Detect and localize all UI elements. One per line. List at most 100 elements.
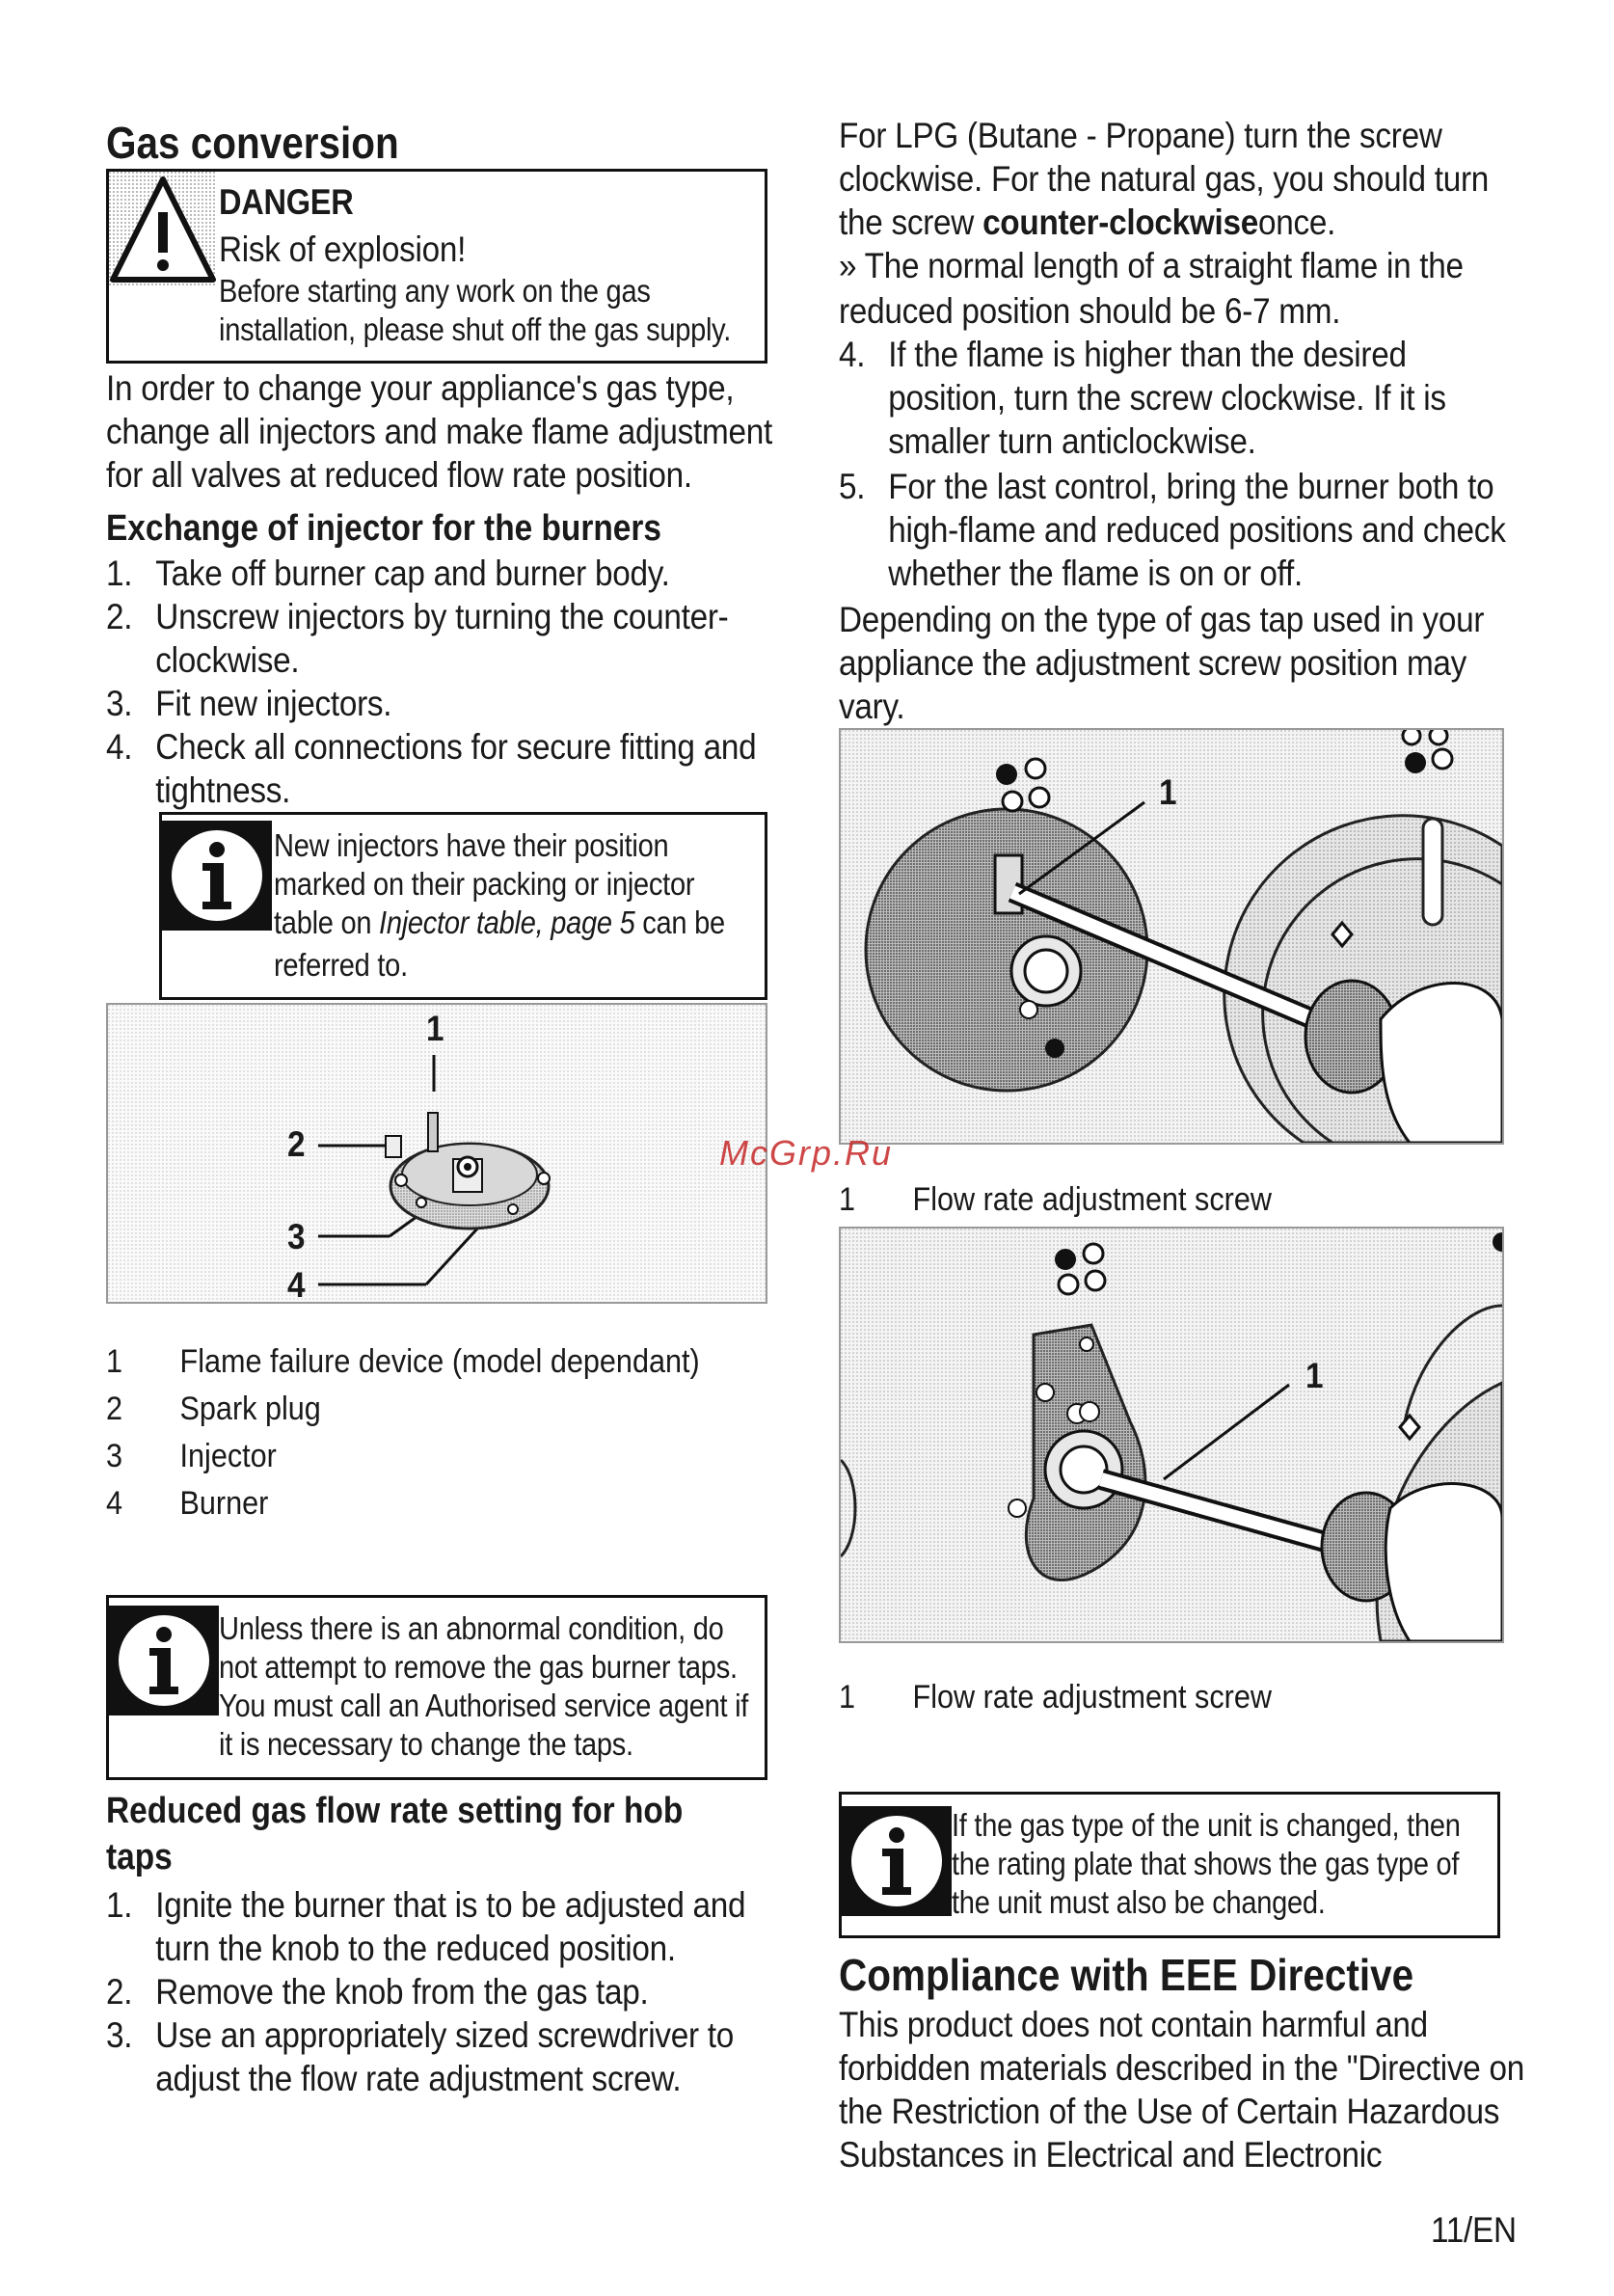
intro-line: In order to change your appliance's gas … (106, 368, 735, 408)
danger-box: DANGER Risk of explosion! Before startin… (106, 169, 767, 364)
figure-label-4: 4 (287, 1265, 306, 1304)
warning-triangle-icon (109, 172, 217, 287)
step-number: 2. (106, 597, 133, 636)
step-text: Unscrew injectors by turning the counter… (155, 597, 729, 636)
step-number: 3. (106, 684, 133, 723)
compliance-line: forbidden materials described in the "Di… (839, 2048, 1524, 2088)
exchange-step-3: 3. Fit new injectors. (106, 682, 392, 725)
step-text: Take off burner cap and burner body. (155, 554, 670, 593)
info-text-line: You must call an Authorised service agen… (219, 1688, 749, 1723)
heading-reduced-gas: Reduced gas flow rate setting for hob (106, 1791, 684, 1831)
info-text-segment: can be (634, 905, 725, 940)
legend-text: Spark plug (179, 1391, 321, 1427)
step-number: 3. (106, 2015, 133, 2055)
depending-line: vary. (839, 687, 905, 726)
exchange-step-2: 2. Unscrew injectors by turning the coun… (106, 595, 729, 680)
step-text: tightness. (155, 770, 291, 810)
step-text: turn the knob to the reduced position. (155, 1929, 676, 1968)
info-text-line: referred to. (274, 947, 408, 983)
danger-text-line: Before starting any work on the gas (219, 273, 651, 309)
info-text-line: not attempt to remove the gas burner tap… (219, 1649, 738, 1685)
caption-text: Flow rate adjustment screw (912, 1679, 1272, 1715)
info-text-line: table on Injector table, page 5 can be (274, 904, 725, 942)
info-text-line: marked on their packing or injector (274, 866, 695, 902)
text-segment: the screw (839, 203, 983, 242)
step-number: 1. (106, 1885, 133, 1925)
page-number: 11/EN (1431, 2210, 1517, 2250)
text-segment: once. (1258, 203, 1336, 242)
step-text: Remove the knob from the gas tap. (155, 1972, 649, 2012)
heading-compliance: Compliance with EEE Directive (839, 1950, 1414, 2000)
bold-text-segment: counter-clockwise (982, 203, 1259, 242)
figure-label-1: 1 (426, 1009, 444, 1048)
danger-text-line: installation, please shut off the gas su… (219, 311, 732, 347)
heading-reduced-gas: taps (106, 1837, 173, 1877)
step-number: 1. (106, 554, 133, 593)
caption-text: Flow rate adjustment screw (912, 1181, 1272, 1218)
reduced-step-3: 3. Use an appropriately sized screwdrive… (106, 2013, 734, 2098)
exchange-step-4: 4. Check all connections for secure fitt… (106, 725, 757, 810)
info-text-segment: table on (274, 905, 380, 940)
info-icon (109, 1606, 219, 1715)
burner-figure: 1 2 3 4 (106, 1003, 767, 1304)
compliance-line: the Restriction of the Use of Certain Ha… (839, 2092, 1500, 2131)
info-text-line: New injectors have their position (274, 827, 669, 863)
info-box-taps: Unless there is an abnormal condition, d… (106, 1595, 767, 1780)
step-number: 2. (106, 1972, 133, 2012)
step-text: Ignite the burner that is to be adjusted… (155, 1885, 746, 1925)
step-text: For the last control, bring the burner b… (888, 467, 1494, 506)
compliance-line: Substances in Electrical and Electronic (839, 2135, 1383, 2174)
step-text: adjust the flow rate adjustment screw. (155, 2059, 682, 2098)
depending-line: Depending on the type of gas tap used in… (839, 600, 1485, 639)
step-text: If the flame is higher than the desired (888, 335, 1407, 374)
flame-line: » The normal length of a straight flame … (839, 246, 1464, 285)
step-text: Use an appropriately sized screwdriver t… (155, 2015, 735, 2055)
tap-adjustment-figure-2: 1 (839, 1227, 1504, 1643)
lpg-line: For LPG (Butane - Propane) turn the scre… (839, 116, 1442, 155)
legend-text: Injector (179, 1438, 277, 1474)
lpg-line: the screw counter-clockwiseonce. (839, 201, 1335, 244)
figure-label-2: 2 (287, 1124, 306, 1164)
depending-line: appliance the adjustment screw position … (839, 643, 1467, 683)
step-number: 5. (839, 467, 866, 506)
step-text: smaller turn anticlockwise. (888, 421, 1256, 461)
adjust-step-4: 4. If the flame is higher than the desir… (839, 333, 1446, 461)
step-text: high-flame and reduced positions and che… (888, 510, 1506, 550)
info-text-line: it is necessary to change the taps. (219, 1726, 633, 1762)
legend-number: 1 (106, 1343, 123, 1380)
info-text-line: the unit must also be changed. (952, 1884, 1326, 1920)
info-box-injectors: New injectors have their position marked… (159, 812, 767, 1000)
legend-number: 4 (106, 1485, 123, 1522)
step-text: clockwise. (155, 640, 300, 680)
exchange-step-1: 1. Take off burner cap and burner body. (106, 552, 670, 595)
step-number: 4. (839, 335, 866, 374)
step-text: Fit new injectors. (155, 684, 392, 723)
step-number: 4. (106, 727, 133, 767)
step-text: Check all connections for secure fitting… (155, 727, 757, 767)
info-box-rating-plate: If the gas type of the unit is changed, … (839, 1792, 1500, 1938)
lpg-line: clockwise. For the natural gas, you shou… (839, 159, 1490, 199)
danger-title: DANGER (219, 182, 354, 222)
injector-table-link[interactable]: Injector table, page 5 (379, 905, 635, 940)
legend-text: Burner (179, 1485, 269, 1522)
step-text: position, turn the screw clockwise. If i… (888, 378, 1446, 418)
adjust-step-5: 5. For the last control, bring the burne… (839, 465, 1506, 593)
info-icon (842, 1806, 952, 1916)
danger-subtitle: Risk of explosion! (219, 230, 467, 269)
intro-line: for all valves at reduced flow rate posi… (106, 455, 692, 495)
figure-label-1: 1 (1159, 772, 1177, 812)
caption-number: 1 (839, 1679, 856, 1715)
legend-number: 3 (106, 1438, 123, 1474)
reduced-step-2: 2. Remove the knob from the gas tap. (106, 1970, 649, 2013)
figure-label-1: 1 (1305, 1356, 1324, 1395)
intro-line: change all injectors and make flame adju… (106, 412, 772, 451)
flame-line: reduced position should be 6-7 mm. (839, 291, 1341, 331)
info-text-line: If the gas type of the unit is changed, … (952, 1807, 1461, 1843)
heading-gas-conversion: Gas conversion (106, 118, 399, 168)
reduced-step-1: 1. Ignite the burner that is to be adjus… (106, 1883, 746, 1968)
heading-exchange-injector: Exchange of injector for the burners (106, 508, 662, 549)
step-text: whether the flame is on or off. (888, 554, 1304, 593)
info-text-line: the rating plate that shows the gas type… (952, 1846, 1460, 1881)
figure-label-3: 3 (287, 1217, 306, 1256)
legend-number: 2 (106, 1391, 123, 1427)
